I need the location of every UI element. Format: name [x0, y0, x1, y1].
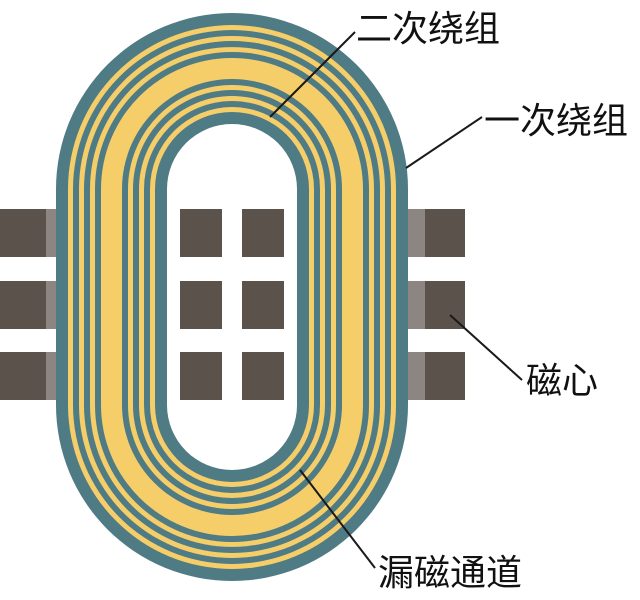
core-block-edge [405, 281, 425, 329]
core-block [425, 209, 465, 257]
core-block [242, 281, 284, 329]
leader-lines [269, 31, 523, 569]
core-block [0, 209, 46, 257]
core-block-edge [405, 352, 425, 400]
core-block [180, 352, 222, 400]
core-block [180, 281, 222, 329]
leader-line-primary [405, 116, 483, 169]
leader-line-secondary [269, 31, 356, 118]
leader-line-leakage [299, 469, 376, 569]
core-block-edge [405, 209, 425, 257]
core-block [0, 281, 46, 329]
magnetic-core-inner [180, 209, 284, 400]
core-block [242, 209, 284, 257]
windings [56, 13, 408, 581]
core-block [425, 352, 465, 400]
primary-winding-label: 一次绕组 [484, 101, 629, 142]
secondary-winding-label: 二次绕组 [356, 9, 501, 50]
magnetic-core-label: 磁心 [526, 361, 599, 402]
core-block [0, 352, 46, 400]
leakage-path-label: 漏磁通道 [378, 553, 523, 594]
core-right-column [405, 209, 465, 400]
core-block [180, 209, 222, 257]
core-block [242, 352, 284, 400]
leader-line-core [449, 314, 523, 381]
core-block [425, 281, 465, 329]
